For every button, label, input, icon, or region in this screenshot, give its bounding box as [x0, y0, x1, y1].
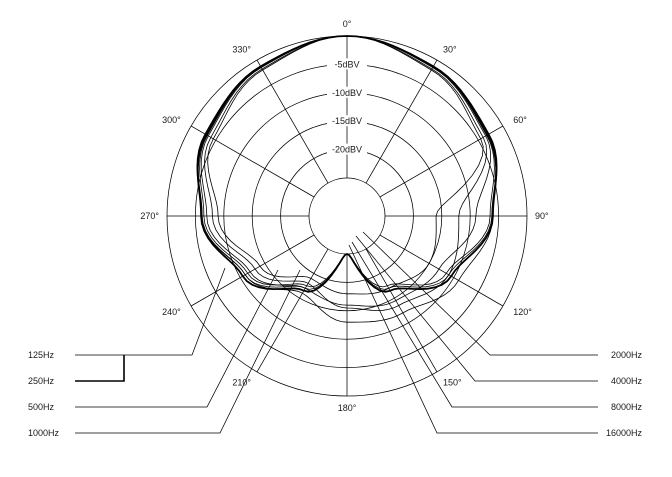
series-curve-1000Hz	[199, 35, 495, 288]
leader-2000Hz	[362, 231, 598, 356]
angle-label: 210°	[232, 377, 251, 387]
leader-500Hz	[75, 269, 279, 408]
angle-label: 0°	[343, 19, 352, 29]
legend-label-16000Hz: 16000Hz	[606, 428, 643, 438]
angle-label: 300°	[162, 115, 181, 125]
series-curve-2000Hz	[196, 35, 498, 323]
angle-label: 30°	[443, 45, 457, 55]
legend-label-1000Hz: 1000Hz	[28, 428, 60, 438]
polar-spoke	[190, 234, 315, 307]
ring-label: -10dBV	[332, 88, 362, 98]
polar-spoke	[379, 125, 504, 198]
ring-label-bg	[327, 143, 367, 155]
angle-label: 270°	[140, 211, 159, 221]
angle-label: 180°	[338, 403, 357, 413]
legend-label-250Hz: 250Hz	[28, 376, 55, 386]
series-curve-8000Hz	[204, 35, 488, 311]
leader-8000Hz	[351, 241, 598, 408]
legend-label-8000Hz: 8000Hz	[611, 402, 643, 412]
ring-label: -15dBV	[332, 116, 362, 126]
angle-label: 150°	[443, 377, 462, 387]
polar-spoke	[365, 248, 438, 373]
polar-spoke	[256, 59, 329, 184]
legend-label-4000Hz: 4000Hz	[611, 376, 643, 386]
leader-250Hz	[75, 355, 125, 382]
ring-label-bg	[327, 58, 367, 70]
angle-label: 120°	[513, 307, 532, 317]
ring-label: -20dBV	[332, 145, 362, 155]
leader-16000Hz	[348, 244, 598, 434]
leader-125Hz	[75, 267, 226, 356]
series-curve-16000Hz	[207, 35, 484, 295]
angle-label: 60°	[513, 115, 527, 125]
angle-label: 90°	[535, 211, 549, 221]
polar-spoke	[190, 125, 315, 198]
leader-1000Hz	[75, 269, 301, 434]
legend-leaders	[75, 231, 598, 434]
ring-label: -5dBV	[334, 59, 359, 69]
polar-spoke	[256, 248, 329, 373]
leader-4000Hz	[355, 235, 598, 382]
angle-label: 330°	[232, 45, 251, 55]
polar-curves	[196, 35, 498, 323]
polar-spoke	[365, 59, 438, 184]
angle-label: 240°	[162, 307, 181, 317]
legend-label-500Hz: 500Hz	[28, 402, 55, 412]
ring-label-bg	[327, 115, 367, 127]
legend-label-125Hz: 125Hz	[28, 350, 55, 360]
legend-label-2000Hz: 2000Hz	[611, 350, 643, 360]
series-curve-4000Hz	[200, 35, 492, 307]
ring-label-bg	[327, 86, 367, 98]
chart-labels: 0° 30° 60° 90° 120° 150° 180° 210° 240° 270° 300° 3…	[28, 19, 642, 438]
polar-spoke	[379, 234, 504, 307]
